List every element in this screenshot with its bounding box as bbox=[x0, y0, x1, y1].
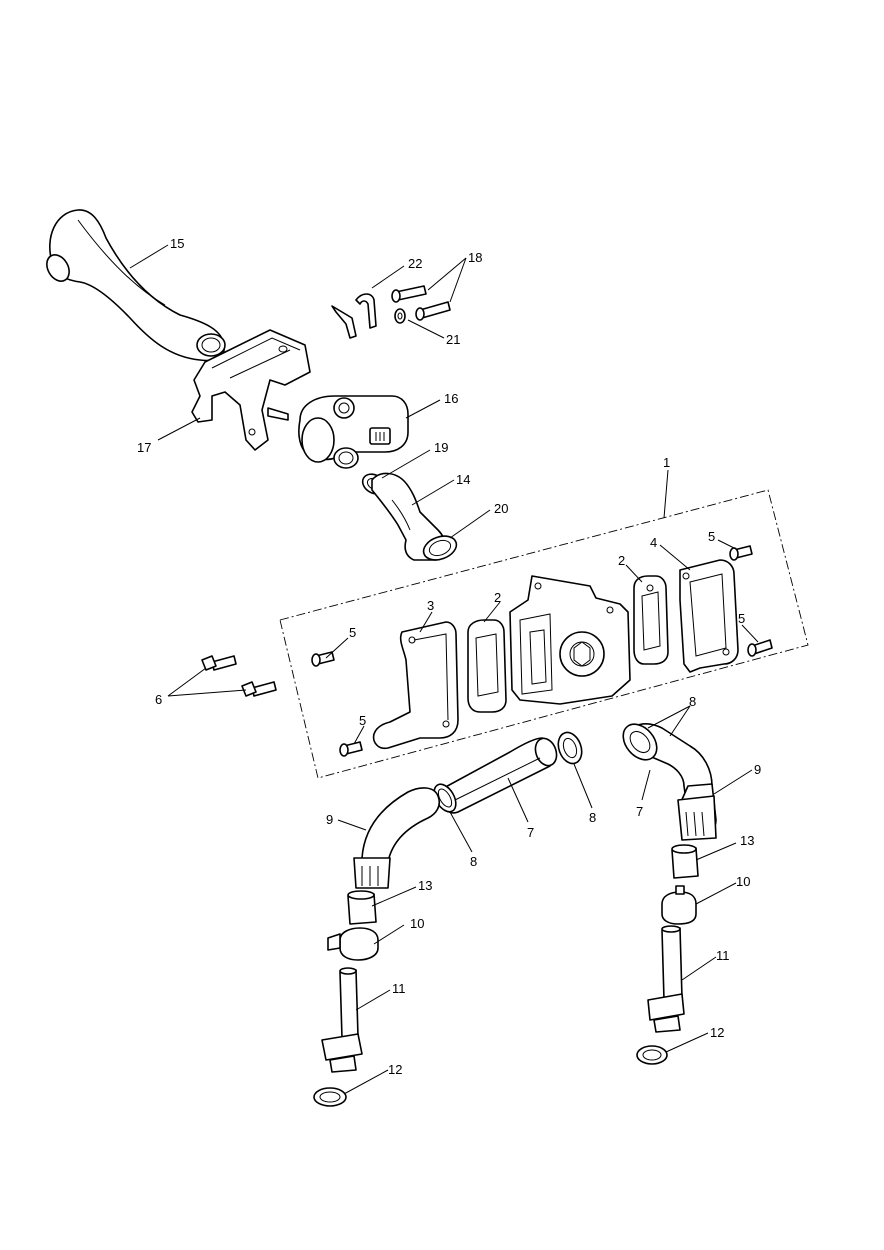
callout-6: 6 bbox=[155, 692, 162, 707]
callout-8-mid: 8 bbox=[589, 810, 596, 825]
callout-1: 1 bbox=[663, 455, 670, 470]
air-valve-16 bbox=[298, 395, 409, 469]
elbow-9-right bbox=[677, 783, 717, 841]
callout-22: 22 bbox=[408, 256, 422, 271]
hose-7-left bbox=[439, 737, 558, 814]
callout-2-left: 2 bbox=[494, 590, 501, 605]
callout-5-left: 5 bbox=[349, 625, 356, 640]
bolt-5-right bbox=[747, 639, 773, 657]
callout-17: 17 bbox=[137, 440, 151, 455]
callout-9-left: 9 bbox=[326, 812, 333, 827]
callout-15: 15 bbox=[170, 236, 184, 251]
washer-21 bbox=[394, 308, 406, 324]
pipe-11-right bbox=[647, 925, 685, 1033]
bolt-18-lower bbox=[415, 301, 451, 321]
callout-20: 20 bbox=[494, 501, 508, 516]
clamp-10-left bbox=[327, 927, 379, 961]
callout-21: 21 bbox=[446, 332, 460, 347]
pipe-11-left bbox=[321, 967, 363, 1073]
callout-3: 3 bbox=[427, 598, 434, 613]
callout-16: 16 bbox=[444, 391, 458, 406]
callout-5-top-right: 5 bbox=[708, 529, 715, 544]
pipe-body-3 bbox=[372, 621, 459, 750]
callout-5-lower: 5 bbox=[359, 713, 366, 728]
air-hose-15 bbox=[46, 209, 226, 362]
callout-14: 14 bbox=[456, 472, 470, 487]
callout-12-left: 12 bbox=[388, 1062, 402, 1077]
callout-13-left: 13 bbox=[418, 878, 432, 893]
gasket-2-left bbox=[467, 619, 507, 713]
sleeve-13-left bbox=[347, 890, 377, 925]
bolt-6-lower bbox=[241, 681, 277, 697]
assembly-outline-1 bbox=[279, 489, 809, 779]
callout-7-left: 7 bbox=[527, 825, 534, 840]
clip-8-mid bbox=[557, 731, 583, 765]
callout-10-right: 10 bbox=[736, 874, 750, 889]
bolt-6-upper bbox=[201, 655, 237, 671]
bracket-17 bbox=[191, 329, 311, 451]
clip-20 bbox=[422, 535, 458, 561]
bolt-18-upper bbox=[391, 285, 427, 303]
callout-8-left: 8 bbox=[470, 854, 477, 869]
clip-22 bbox=[331, 293, 377, 339]
gasket-2-right bbox=[633, 575, 669, 665]
bolt-5-top-right bbox=[729, 545, 753, 561]
washer-12-right bbox=[636, 1045, 668, 1065]
callout-18: 18 bbox=[468, 250, 482, 265]
callout-2-right: 2 bbox=[618, 553, 625, 568]
reed-cover-4 bbox=[679, 559, 739, 673]
elbow-9-left bbox=[353, 787, 441, 889]
callout-19: 19 bbox=[434, 440, 448, 455]
callout-11-left: 11 bbox=[392, 981, 406, 996]
callout-9-right: 9 bbox=[754, 762, 761, 777]
manifold-1 bbox=[509, 575, 631, 705]
callout-10-left: 10 bbox=[410, 916, 424, 931]
washer-12-left bbox=[313, 1087, 347, 1107]
clamp-10-right bbox=[661, 885, 697, 925]
leader-lines bbox=[129, 244, 759, 1095]
sleeve-13-right bbox=[671, 844, 699, 879]
callout-7-right: 7 bbox=[636, 804, 643, 819]
callout-5-right: 5 bbox=[738, 611, 745, 626]
callout-11-right: 11 bbox=[716, 948, 730, 963]
callout-12-right: 12 bbox=[710, 1025, 724, 1040]
callout-8-top: 8 bbox=[689, 694, 696, 709]
bolt-5-lower bbox=[339, 741, 363, 757]
callout-4: 4 bbox=[650, 535, 657, 550]
callout-13-right: 13 bbox=[740, 833, 754, 848]
callout-labels: 15 22 18 21 16 17 19 14 20 1 5 4 2 3 2 5… bbox=[137, 236, 761, 1077]
